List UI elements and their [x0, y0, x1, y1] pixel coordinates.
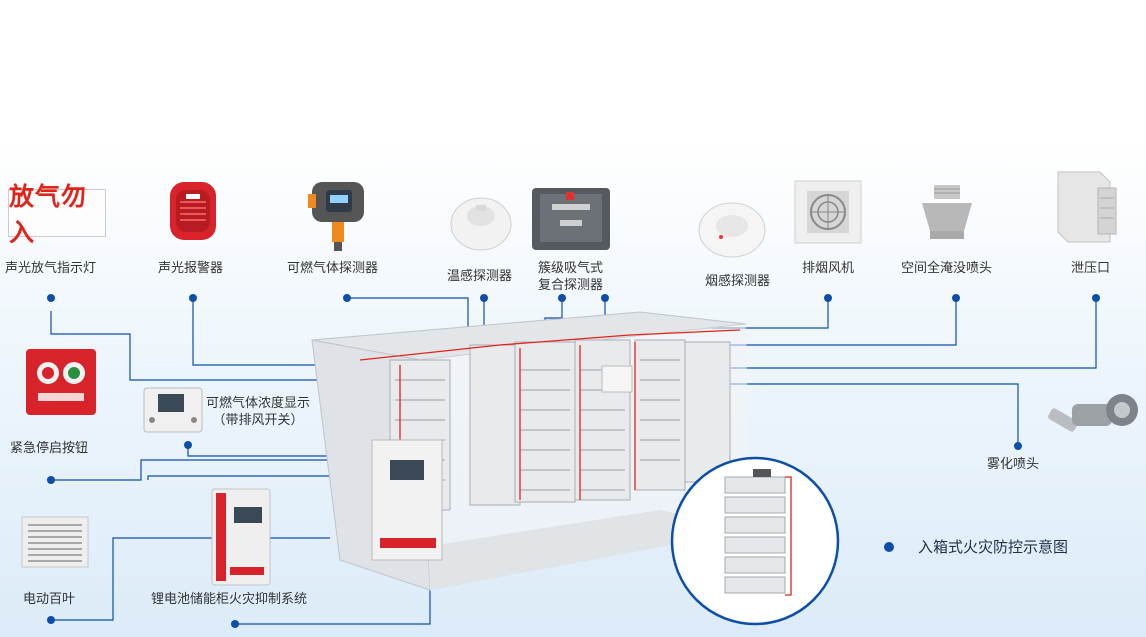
- gas-detector-icon: [308, 182, 364, 251]
- label-suppression-system: 锂电池储能柜火灾抑制系统: [151, 592, 308, 607]
- label-gas-detector: 可燃气体探测器: [287, 261, 379, 276]
- label-sound-alarm: 声光报警器: [158, 261, 224, 276]
- battery-cluster-zoom: [670, 456, 840, 626]
- label-alarm-light: 声光放气指示灯: [5, 261, 97, 276]
- release-warning-sign: 放气勿入: [8, 182, 106, 247]
- dot-suppression-system: [231, 620, 239, 628]
- dot-relief-vent: [1092, 294, 1100, 302]
- dot-alarm-light: [47, 294, 55, 302]
- smoke-detector-icon: [698, 202, 766, 258]
- leader-suppression-2: [147, 475, 360, 480]
- sign-text: 放气勿入: [9, 182, 88, 247]
- flooding-nozzle-icon: [922, 185, 972, 239]
- label-atomizing-nozzle: 雾化喷头: [987, 457, 1040, 472]
- label-relief-vent: 泄压口: [1071, 261, 1111, 276]
- dot-sound-alarm: [189, 294, 197, 302]
- dot-atomizing-nozzle: [1014, 442, 1022, 450]
- label-nozzle: 空间全淹没喷头: [901, 261, 993, 276]
- label-gas-display-line2: （带排风开关）: [212, 413, 304, 428]
- suppression-cabinet-icon: [211, 488, 271, 586]
- leader-sound-alarm: [192, 298, 370, 366]
- label-smoke-detector: 烟感探测器: [705, 274, 771, 289]
- aspirating-detector-icon: [532, 188, 610, 250]
- label-cluster-detector: 簇级吸气式 复合探测器: [538, 260, 603, 294]
- gas-display-panel-icon: [143, 387, 203, 433]
- emergency-button-icon: [26, 349, 96, 415]
- electric-louver-icon: [21, 516, 89, 568]
- dot-emergency-button: [47, 476, 55, 484]
- dot-gas-display: [184, 441, 192, 449]
- sound-alarm-icon: [170, 182, 216, 240]
- diagram-title: 入箱式火灾防控示意图: [918, 538, 1069, 556]
- label-exhaust-fan: 排烟风机: [802, 261, 855, 276]
- label-gas-display-line1: 可燃气体浓度显示: [206, 396, 311, 411]
- dot-electric-louver: [47, 616, 55, 624]
- caption-bullet: [884, 542, 894, 552]
- leader-alarm-light: [50, 311, 355, 381]
- exhaust-fan-icon: [794, 180, 862, 244]
- pressure-relief-vent-icon: [1057, 171, 1117, 243]
- label-gas-display: 可燃气体浓度显示 （带排风开关）: [206, 395, 310, 429]
- leader-gas-detector: [347, 297, 469, 340]
- dot-nozzle: [952, 294, 960, 302]
- leader-atomizing: [690, 383, 1019, 446]
- dot-cluster-detector: [558, 294, 566, 302]
- label-temp-detector: 温感探测器: [447, 269, 513, 284]
- dot-gas-detector: [343, 294, 351, 302]
- leader-relief: [720, 298, 1097, 369]
- label-electric-louver: 电动百叶: [23, 592, 76, 607]
- container-illustration: [311, 311, 750, 591]
- dot-exhaust-fan: [824, 294, 832, 302]
- label-cluster-line2: 复合探测器: [538, 278, 604, 293]
- leader-emergency: [51, 459, 345, 481]
- atomizing-nozzle-icon: [1048, 394, 1138, 432]
- label-emergency-button: 紧急停启按钮: [10, 441, 89, 456]
- dot-temp-detector: [480, 294, 488, 302]
- label-cluster-line1: 簇级吸气式: [538, 261, 604, 276]
- dot-smoke-detector: [601, 294, 609, 302]
- temperature-detector-icon: [450, 197, 512, 251]
